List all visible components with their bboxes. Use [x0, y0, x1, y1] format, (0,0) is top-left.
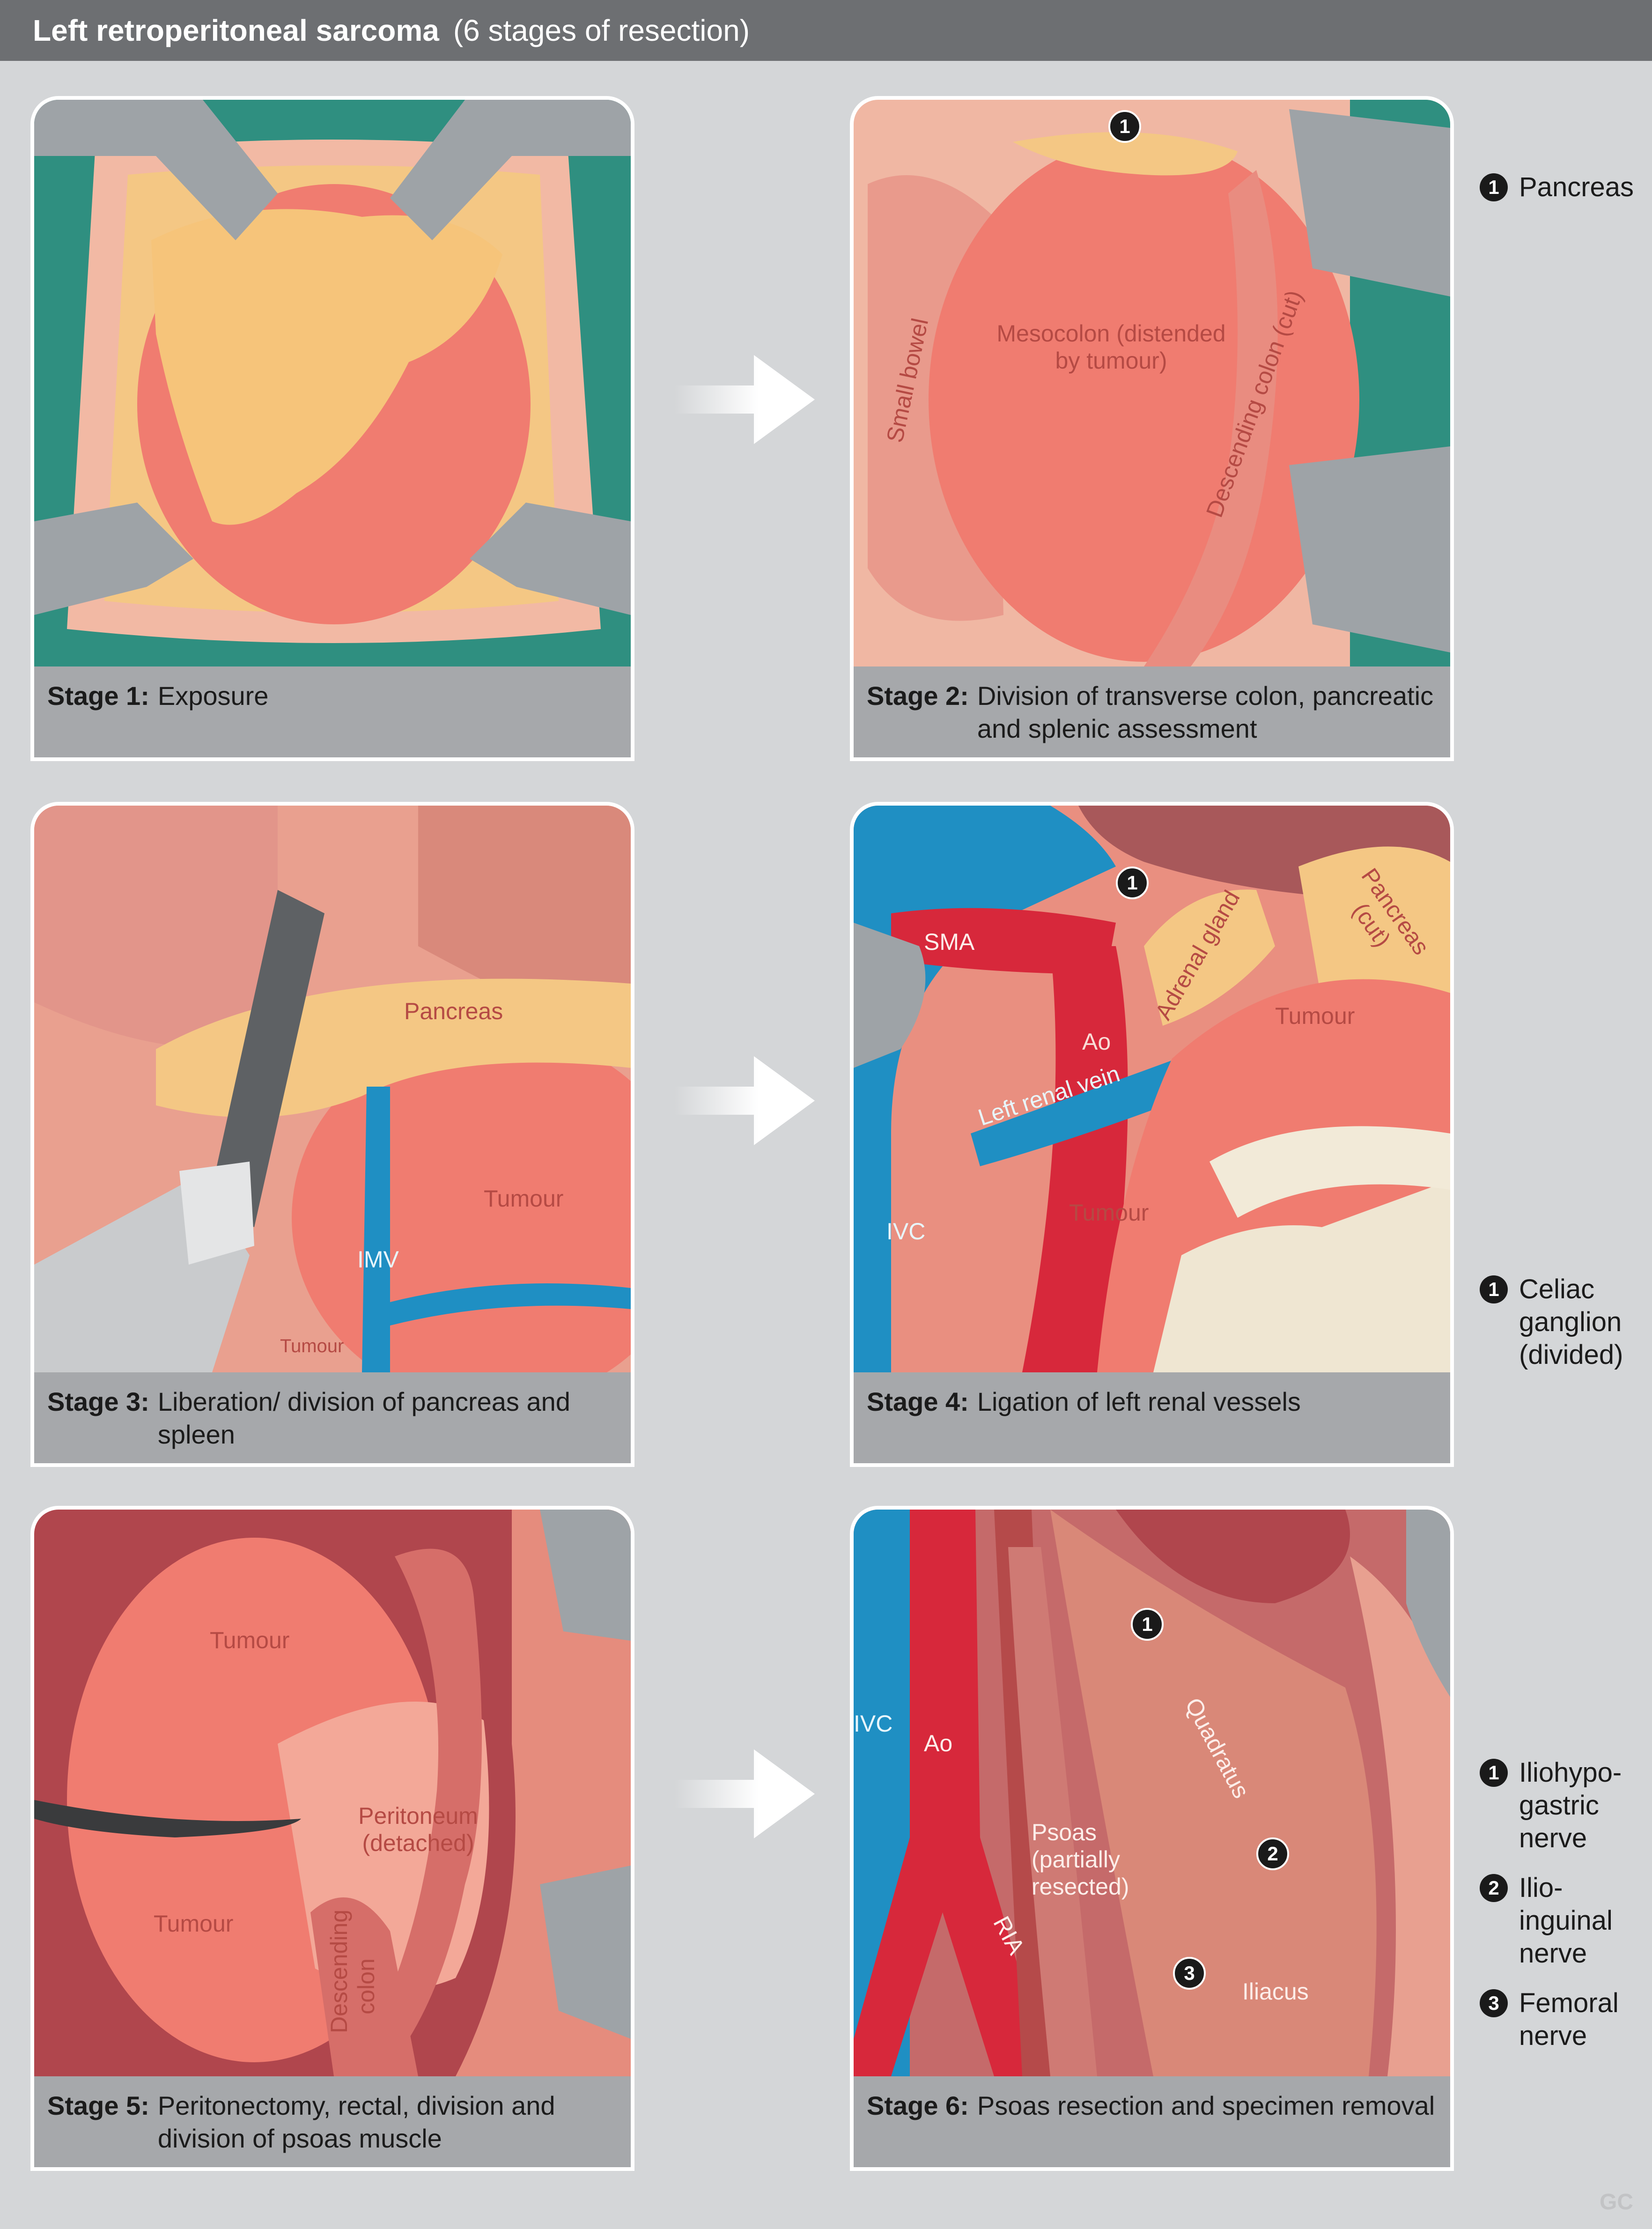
title-bar: Left retroperitoneal sarcoma (6 stages o… [0, 0, 1652, 61]
marker-2: 2 [1256, 1837, 1289, 1870]
label-ao: Ao [924, 1730, 953, 1756]
legend-marker: 3 [1480, 1989, 1508, 2017]
arrow-right-icon [674, 1056, 815, 1145]
stage-4-svg [854, 806, 1450, 1372]
legend-item: 1 Pancreas [1480, 171, 1634, 204]
label-ivc: IVC [854, 1711, 893, 1737]
stage-6-panel: IVC Ao RIA Psoas (partially resected) Qu… [850, 1506, 1454, 2171]
legend-stage-2: 1 Pancreas [1480, 171, 1634, 204]
stage-1-illustration [34, 100, 631, 666]
stage-description: Exposure [157, 681, 269, 711]
stage-3-svg [34, 806, 631, 1372]
stage-4-caption: Stage 4: Ligation of left renal vessels [854, 1372, 1450, 1463]
label-iliacus: Iliacus [1242, 1978, 1309, 2005]
label-tumour: Tumour [484, 1185, 564, 1212]
stage-label: Stage 6: [867, 2091, 969, 2120]
stage-label: Stage 5: [47, 2091, 149, 2120]
stage-4-illustration: SMA Ao Adrenal gland Pancreas (cut) Tumo… [854, 806, 1450, 1372]
stage-description: Liberation/ division of pancreas and spl… [157, 1387, 570, 1449]
stage-5-panel: Tumour Peritoneum (detached) Tumour Desc… [30, 1506, 634, 2171]
legend-text: Celiac ganglion (divided) [1519, 1274, 1623, 1370]
legend-marker: 1 [1480, 173, 1508, 201]
label-psoas: Psoas (partially resected) [1032, 1819, 1129, 1900]
stage-1-panel: Stage 1: Exposure [30, 96, 634, 761]
stage-description: Peritonectomy, rectal, division and divi… [157, 2091, 555, 2153]
artist-signature: GC [1600, 2190, 1633, 2214]
label-tumour-1: Tumour [1275, 1003, 1355, 1029]
stage-3-illustration: Pancreas Tumour IMV Tumour [34, 806, 631, 1372]
stage-5-illustration: Tumour Peritoneum (detached) Tumour Desc… [34, 1510, 631, 2076]
legend-marker: 1 [1480, 1275, 1508, 1303]
stage-6-illustration: IVC Ao RIA Psoas (partially resected) Qu… [854, 1510, 1450, 2076]
legend-marker: 1 [1480, 1759, 1508, 1787]
marker-3: 3 [1173, 1957, 1206, 1990]
label-tumour-1: Tumour [210, 1627, 290, 1653]
stage-description: Division of transverse colon, pancreatic… [977, 681, 1434, 743]
stage-3-panel: Pancreas Tumour IMV Tumour Stage 3: Libe… [30, 802, 634, 1467]
stage-label: Stage 4: [867, 1387, 969, 1416]
stage-4-panel: SMA Ao Adrenal gland Pancreas (cut) Tumo… [850, 802, 1454, 1467]
legend-item: 1 Iliohypo- gastric nerve [1480, 1756, 1639, 1855]
legend-text: Iliohypo- gastric nerve [1519, 1757, 1622, 1853]
stage-label: Stage 2: [867, 681, 969, 711]
label-descending-colon: Descending colon [326, 1909, 379, 2033]
legend-stage-4: 1 Celiac ganglion (divided) [1480, 1273, 1639, 1371]
legend-text: Pancreas [1519, 172, 1634, 202]
stage-2-caption: Stage 2: Division of transverse colon, p… [854, 666, 1450, 757]
legend-item: 2 Ilio- inguinal nerve [1480, 1872, 1639, 1970]
label-ivc: IVC [886, 1218, 926, 1244]
stage-1-caption: Stage 1: Exposure [34, 666, 631, 757]
page-title: Left retroperitoneal sarcoma [33, 14, 439, 47]
label-pancreas: Pancreas [404, 998, 503, 1024]
stage-5-caption: Stage 5: Peritonectomy, rectal, division… [34, 2076, 631, 2167]
label-ao: Ao [1082, 1029, 1111, 1055]
marker-1: 1 [1131, 1608, 1164, 1641]
label-sma: SMA [924, 929, 975, 955]
arrow-right-icon [674, 1749, 815, 1838]
stage-6-caption: Stage 6: Psoas resection and specimen re… [854, 2076, 1450, 2167]
label-tumour-2: Tumour [1069, 1200, 1149, 1226]
label-imv: IMV [357, 1246, 399, 1273]
label-peritoneum: Peritoneum (detached) [358, 1803, 478, 1856]
label-mesocolon: Mesocolon (distended by tumour) [996, 320, 1226, 374]
arrow-right-icon [674, 355, 815, 444]
stage-2-illustration: Mesocolon (distended by tumour) Small bo… [854, 100, 1450, 666]
stage-3-caption: Stage 3: Liberation/ division of pancrea… [34, 1372, 631, 1463]
legend-text: Femoral nerve [1519, 1988, 1619, 2051]
label-tumour-small: Tumour [280, 1336, 344, 1356]
label-tumour-2: Tumour [154, 1911, 234, 1937]
marker-1: 1 [1108, 110, 1141, 143]
stage-5-svg [34, 1510, 631, 2076]
stage-label: Stage 3: [47, 1387, 149, 1416]
stage-1-svg [34, 100, 631, 666]
stage-description: Ligation of left renal vessels [977, 1387, 1301, 1416]
stage-description: Psoas resection and specimen removal [977, 2091, 1435, 2120]
legend-text: Ilio- inguinal nerve [1519, 1873, 1613, 1969]
legend-item: 3 Femoral nerve [1480, 1987, 1639, 2052]
page-subtitle: (6 stages of resection) [453, 14, 750, 47]
stage-6-svg [854, 1510, 1450, 2076]
stage-2-svg [854, 100, 1450, 666]
legend-marker: 2 [1480, 1874, 1508, 1902]
marker-1: 1 [1116, 866, 1149, 899]
stage-label: Stage 1: [47, 681, 149, 711]
legend-item: 1 Celiac ganglion (divided) [1480, 1273, 1639, 1371]
stage-2-panel: Mesocolon (distended by tumour) Small bo… [850, 96, 1454, 761]
legend-stage-6: 1 Iliohypo- gastric nerve 2 Ilio- inguin… [1480, 1756, 1639, 2052]
